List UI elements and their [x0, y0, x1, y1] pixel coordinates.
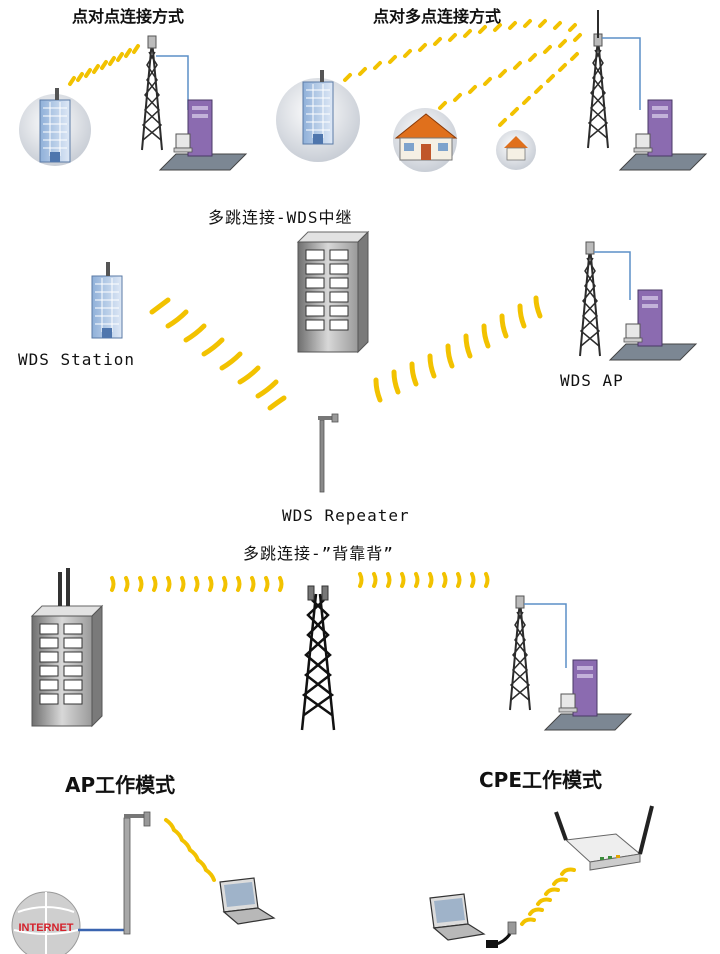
router-icon — [554, 805, 654, 871]
laptop-icon — [429, 893, 485, 941]
p2p-title: 点对点连接方式 — [72, 7, 185, 26]
server-icon — [619, 99, 707, 171]
building-icon — [39, 99, 71, 163]
wds-repeater-building-icon — [297, 231, 369, 353]
wds-ap-server-icon — [609, 289, 697, 361]
wds-title: 多跳连接-WDS中继 — [208, 208, 353, 227]
wds-ap-tower-icon — [579, 241, 601, 357]
wds-station-label: WDS Station — [18, 350, 135, 369]
tower-icon — [509, 595, 531, 711]
wds-station-building-icon — [91, 275, 123, 339]
wds-ap-label: WDS AP — [560, 371, 624, 390]
laptop-icon — [219, 877, 275, 925]
relay-tower-icon — [300, 585, 336, 731]
internet-label: INTERNET — [19, 922, 74, 934]
small-house-icon — [504, 136, 528, 161]
back-to-back-title: 多跳连接-”背靠背” — [243, 544, 394, 563]
wds-scene — [91, 231, 697, 493]
cpe-mode-title: CPE工作模式 — [479, 768, 602, 792]
p2p-scene — [19, 35, 247, 171]
server-icon — [159, 99, 247, 171]
wds-repeater-label: WDS Repeater — [282, 506, 410, 525]
ap-pole-icon — [123, 811, 151, 935]
cpe-adapter-icon — [486, 921, 517, 948]
ap-mode-title: AP工作模式 — [65, 773, 176, 797]
p2mp-scene — [276, 10, 707, 172]
cpe-mode-scene — [429, 805, 654, 948]
building-icon — [31, 605, 103, 727]
tower-icon — [587, 33, 609, 149]
p2mp-title: 点对多点连接方式 — [373, 7, 502, 26]
back-to-back-scene — [31, 568, 632, 731]
server-icon — [544, 659, 632, 731]
wds-repeater-pole-icon — [318, 413, 339, 493]
house-icon — [394, 113, 458, 161]
tower-icon — [141, 35, 163, 151]
ap-mode-scene: INTERNET — [11, 811, 275, 954]
building-icon — [302, 81, 334, 145]
